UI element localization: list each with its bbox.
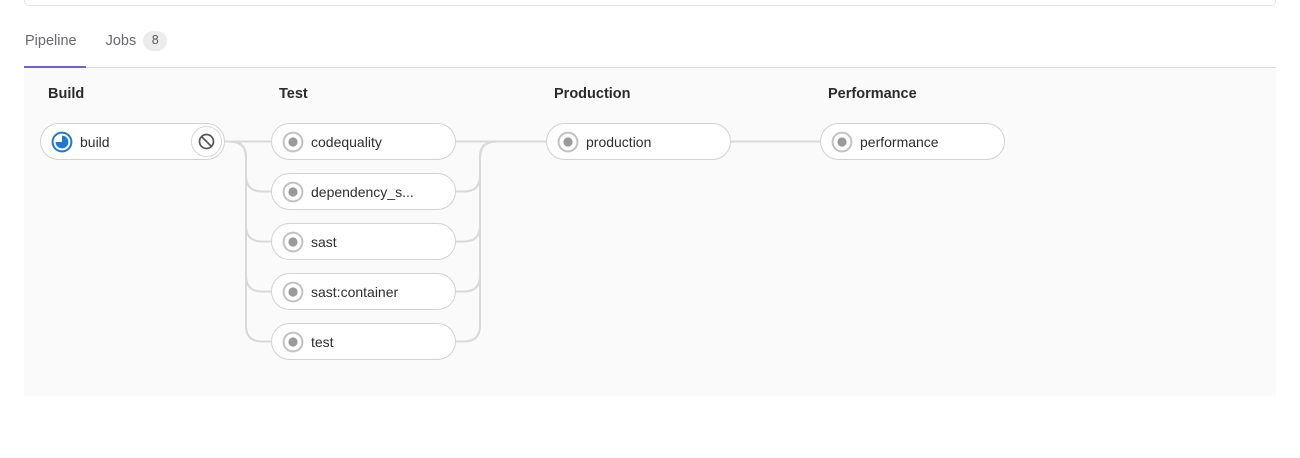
tab-pipeline-label: Pipeline <box>25 33 77 49</box>
pipeline-connector-lines <box>225 140 820 343</box>
tab-pipeline[interactable]: Pipeline <box>24 16 86 69</box>
job-name-label: sast <box>311 233 337 250</box>
job-name-label: build <box>80 133 110 150</box>
tab-jobs-label: Jobs <box>105 33 137 49</box>
running-status-icon <box>51 131 73 153</box>
pipeline-graph: Build build Test codequality dependency_s...… <box>24 68 1276 396</box>
ban-icon <box>197 132 216 151</box>
jobs-count-badge: 8 <box>143 30 168 52</box>
created-status-icon <box>282 281 304 303</box>
cancel-job-button[interactable] <box>191 126 222 157</box>
job-pill-performance[interactable]: performance <box>820 123 1005 160</box>
created-status-icon <box>557 131 579 153</box>
created-status-icon <box>282 181 304 203</box>
job-name-label: dependency_s... <box>311 183 414 200</box>
stage-header-build: Build <box>48 86 85 102</box>
job-pill-sast[interactable]: sast <box>271 223 456 260</box>
job-name-label: codequality <box>311 133 382 150</box>
job-pill-test[interactable]: test <box>271 323 456 360</box>
stage-header-production: Production <box>554 86 631 102</box>
stage-header-test: Test <box>279 86 308 102</box>
job-pill-codequality[interactable]: codequality <box>271 123 456 160</box>
job-name-label: production <box>586 133 652 150</box>
pipeline-tabs-bar: Pipeline Jobs 8 <box>24 16 1276 69</box>
job-name-label: test <box>311 333 334 350</box>
created-status-icon <box>282 331 304 353</box>
pipeline-page-content: Pipeline Jobs 8 Build build Test codequalit… <box>24 16 1276 396</box>
job-name-label: performance <box>860 133 939 150</box>
job-name-label: sast:container <box>311 283 399 300</box>
stage-header-performance: Performance <box>828 86 917 102</box>
created-status-icon <box>831 131 853 153</box>
cutoff-box-bottom-border <box>24 0 1276 6</box>
created-status-icon <box>282 131 304 153</box>
job-pill-build[interactable]: build <box>40 123 225 160</box>
created-status-icon <box>282 231 304 253</box>
job-pill-sast-container[interactable]: sast:container <box>271 273 456 310</box>
tab-jobs[interactable]: Jobs 8 <box>97 16 177 69</box>
job-pill-production[interactable]: production <box>546 123 731 160</box>
job-pill-dependency-s[interactable]: dependency_s... <box>271 173 456 210</box>
